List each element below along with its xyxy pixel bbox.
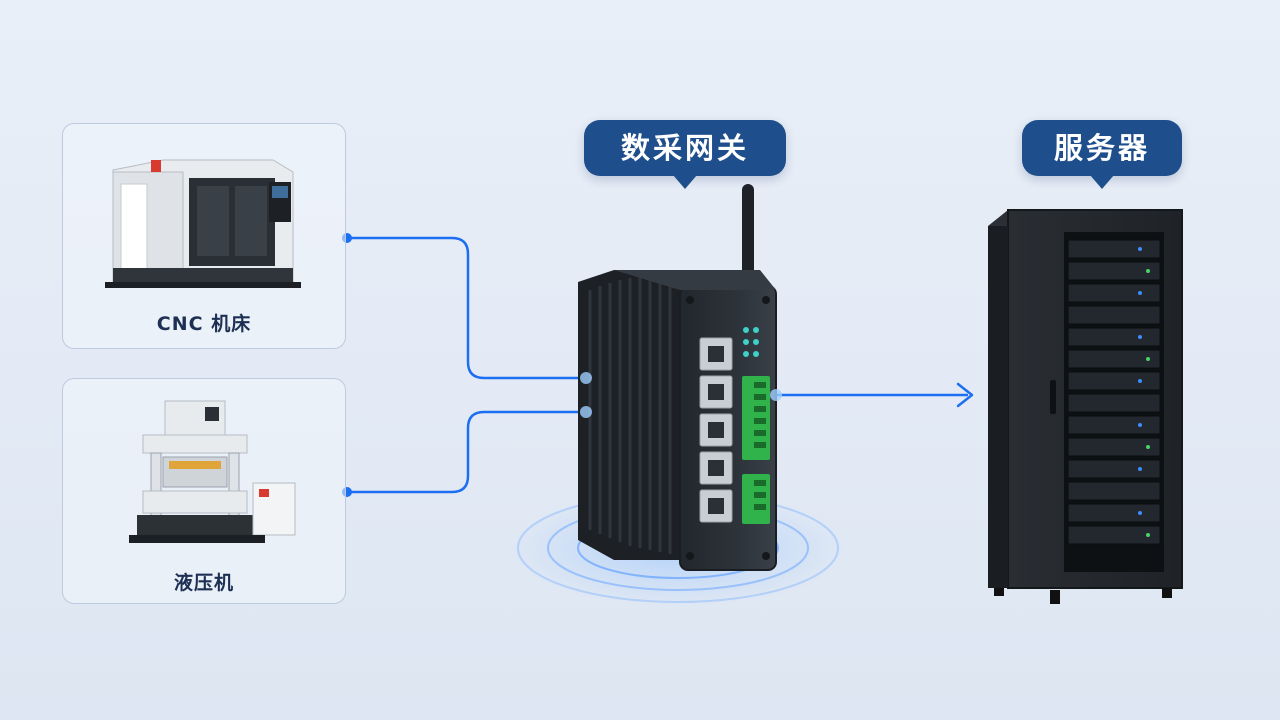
source-card-press: 液压机 xyxy=(62,378,346,604)
connection-lines xyxy=(342,233,974,497)
source-label-press: 液压机 xyxy=(173,572,234,594)
hydraulic-press-icon xyxy=(129,400,296,543)
gateway-label-bubble: 数采网关 xyxy=(584,120,786,189)
status-leds xyxy=(743,327,759,357)
source-label-cnc: CNC 机床 xyxy=(156,313,252,335)
server-rack-icon xyxy=(988,209,1183,604)
data-gateway-icon xyxy=(578,184,782,571)
server-label-bubble: 服务器 xyxy=(1022,120,1182,189)
terminal-blocks xyxy=(742,376,770,524)
link-press-to-gateway xyxy=(347,410,586,494)
arrow-head-icon xyxy=(956,382,974,408)
cnc-machine-icon xyxy=(105,159,301,288)
source-card-cnc: CNC 机床 xyxy=(62,123,346,349)
link-cnc-to-gateway xyxy=(347,236,586,380)
